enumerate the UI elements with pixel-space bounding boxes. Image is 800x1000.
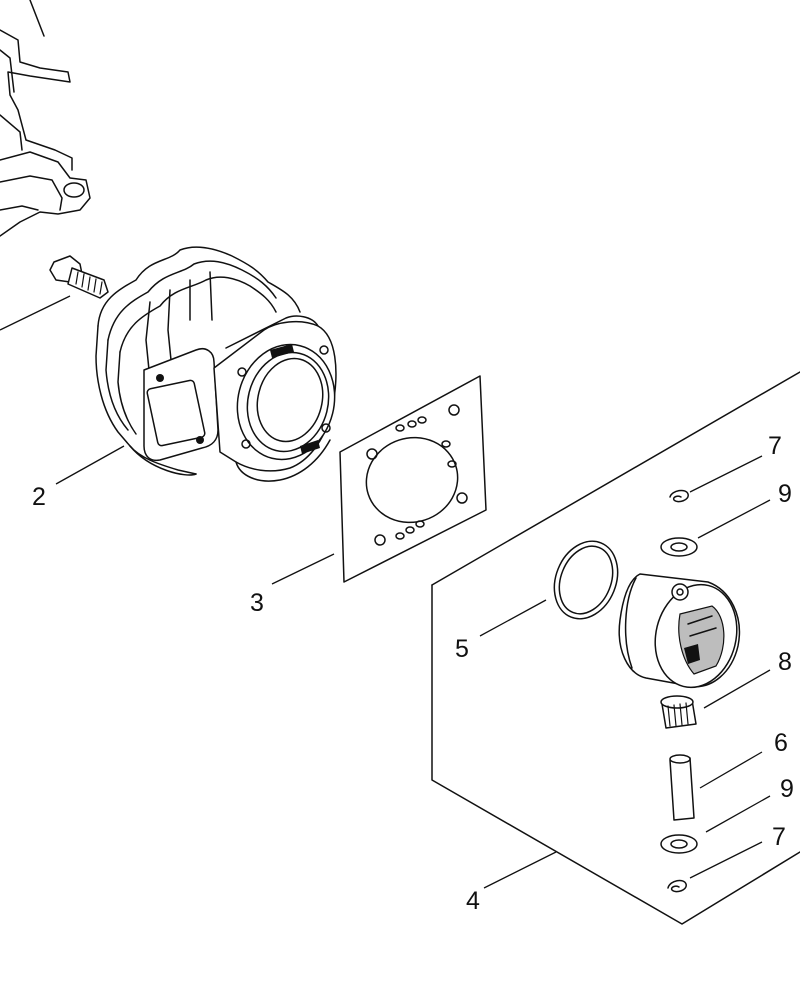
piston-pin-part xyxy=(669,754,695,821)
needle-bearing-part xyxy=(660,695,697,729)
washer-bottom-part xyxy=(660,834,698,854)
callout-8: 8 xyxy=(778,648,792,676)
shroud-part xyxy=(0,0,91,237)
cylinder-part xyxy=(95,246,337,482)
circlip-top-part xyxy=(669,489,689,503)
callout-6: 6 xyxy=(774,729,788,757)
callout-2: 2 xyxy=(32,483,46,511)
piston-kit-outline xyxy=(431,371,800,925)
callout-5: 5 xyxy=(455,635,469,663)
piston-ring-part xyxy=(553,540,619,620)
callout-9-bottom: 9 xyxy=(780,775,794,803)
washer-top-part xyxy=(660,537,698,557)
gasket-part xyxy=(339,375,487,583)
callout-3: 3 xyxy=(250,589,264,617)
piston-part xyxy=(618,573,741,689)
callout-9-top: 9 xyxy=(778,480,792,508)
bolt-part xyxy=(0,255,109,331)
callout-7-bottom: 7 xyxy=(772,823,786,851)
callout-7-top: 7 xyxy=(768,432,782,460)
leader-lines xyxy=(55,445,771,889)
circlip-bottom-part xyxy=(667,879,687,893)
callout-4: 4 xyxy=(466,887,480,915)
